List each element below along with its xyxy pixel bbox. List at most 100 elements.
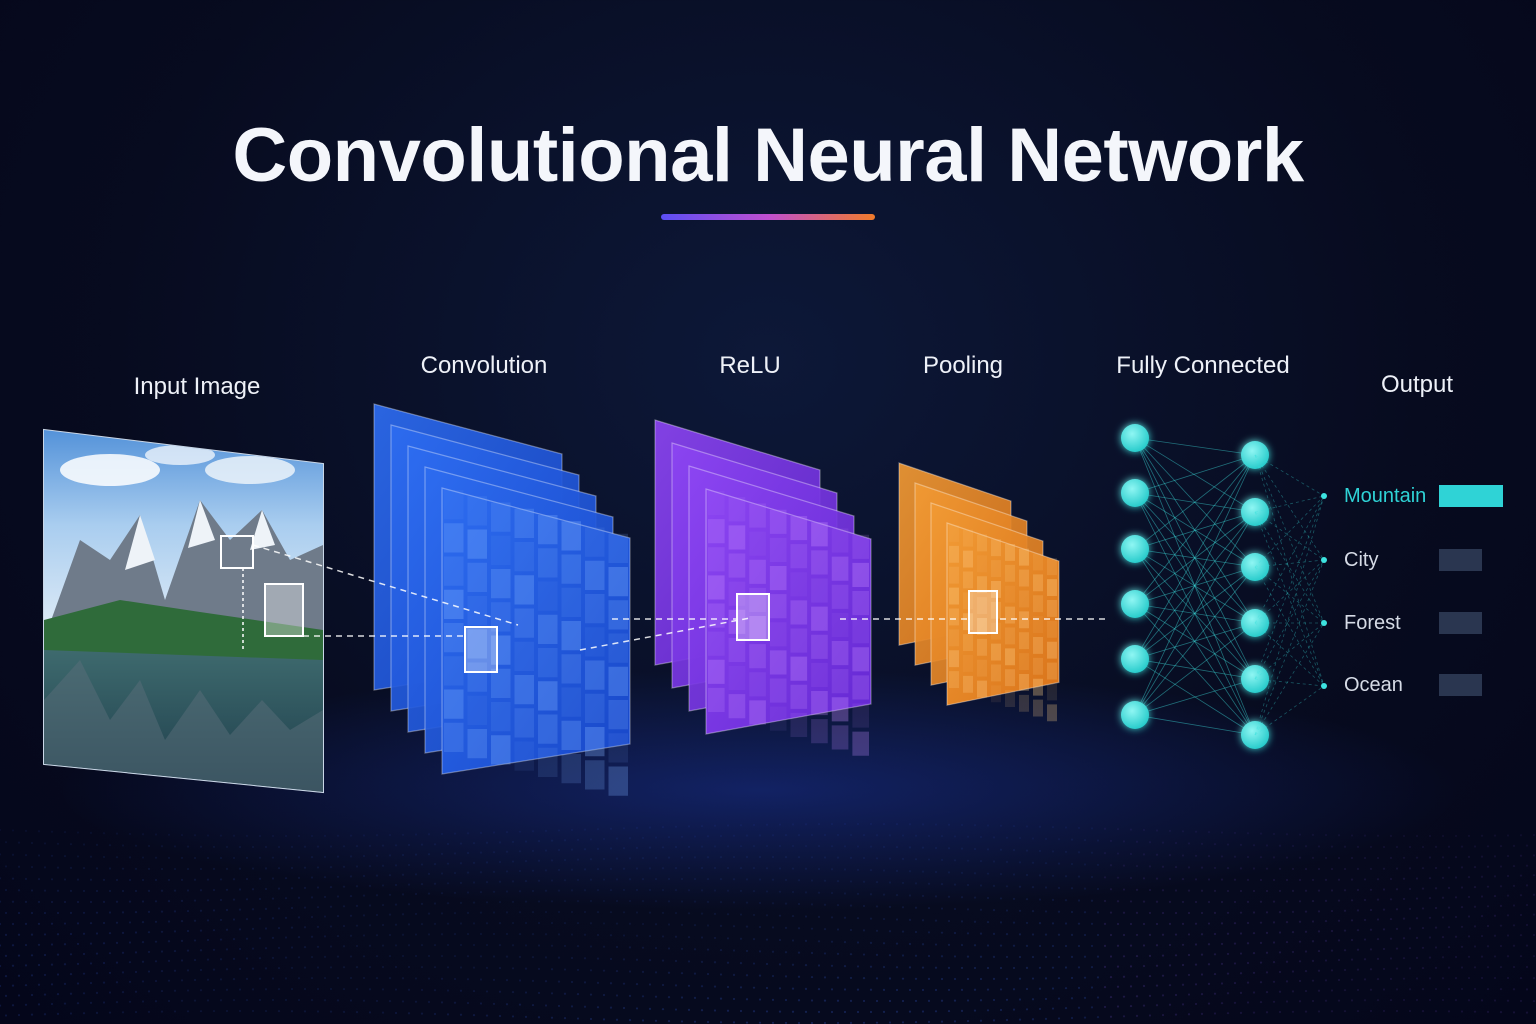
grid-dot — [160, 889, 164, 892]
grid-dot — [849, 976, 853, 980]
grid-dot — [56, 993, 60, 996]
pooling-cell — [991, 560, 1001, 577]
grid-dot — [953, 883, 957, 886]
grid-dot — [550, 921, 554, 925]
relu-cell — [769, 706, 787, 731]
grid-dot — [225, 867, 229, 870]
grid-dot — [414, 873, 418, 876]
grid-dot — [700, 889, 704, 892]
grid-dot — [238, 967, 242, 971]
grid-dot — [1161, 865, 1165, 868]
grid-dot — [544, 849, 548, 852]
fc-edge — [1134, 714, 1256, 736]
grid-dot — [1031, 955, 1035, 959]
grid-dot — [290, 1010, 294, 1013]
grid-dot — [1051, 922, 1055, 925]
grid-dot — [791, 867, 795, 870]
grid-dot — [323, 976, 327, 980]
grid-dot — [544, 829, 548, 832]
grid-dot — [1044, 910, 1048, 913]
grid-dot — [908, 942, 912, 946]
relu-cell — [811, 606, 828, 631]
grid-dot — [336, 895, 340, 898]
grid-dot — [446, 902, 450, 905]
grid-dot — [1233, 855, 1237, 858]
grid-dot — [1116, 900, 1120, 903]
relu-cell — [708, 547, 725, 572]
grid-dot — [869, 893, 873, 896]
grid-dot — [622, 867, 626, 870]
grid-dot — [1168, 943, 1172, 947]
grid-dot — [752, 986, 756, 989]
grid-dot — [362, 854, 366, 858]
grid-dot — [1480, 934, 1484, 938]
grid-dot — [310, 935, 314, 938]
grid-dot — [843, 1010, 847, 1014]
pooling-cell — [963, 550, 973, 568]
grid-dot — [167, 940, 171, 943]
grid-dot — [310, 834, 314, 838]
grid-dot — [420, 863, 424, 866]
grid-dot — [264, 887, 268, 891]
grid-dot — [362, 894, 366, 897]
grid-dot — [745, 925, 749, 928]
grid-dot — [1324, 999, 1328, 1002]
grid-dot — [1311, 878, 1315, 882]
grid-dot — [297, 998, 301, 1002]
grid-dot — [797, 856, 801, 859]
grid-dot — [368, 904, 372, 907]
grid-dot — [700, 1009, 704, 1012]
convolution-cell — [561, 687, 581, 717]
grid-dot — [1330, 989, 1334, 992]
output-edge — [1254, 495, 1325, 568]
grid-dot — [934, 1010, 938, 1013]
grid-dot — [888, 930, 892, 933]
grid-dot — [1473, 905, 1477, 908]
relu-cell — [831, 584, 849, 609]
grid-dot — [862, 953, 866, 956]
grid-dot — [388, 874, 392, 877]
grid-dot — [583, 981, 587, 984]
grid-dot — [771, 902, 775, 905]
grid-dot — [1109, 933, 1113, 937]
grid-dot — [1285, 900, 1289, 903]
grid-dot — [141, 900, 145, 903]
grid-dot — [1337, 899, 1341, 902]
grid-dot — [1363, 938, 1367, 941]
grid-dot — [232, 898, 236, 901]
grid-dot — [511, 900, 515, 903]
grid-dot — [745, 1021, 749, 1024]
grid-dot — [212, 948, 216, 951]
convolution-cell — [608, 567, 628, 597]
grid-dot — [11, 922, 15, 926]
grid-dot — [1324, 833, 1328, 837]
grid-dot — [622, 888, 626, 892]
convolution-cell — [444, 589, 464, 619]
grid-dot — [719, 997, 723, 1000]
grid-dot — [225, 948, 229, 951]
grid-dot — [817, 867, 821, 871]
grid-dot — [609, 911, 613, 914]
grid-dot — [563, 921, 567, 925]
grid-dot — [1298, 833, 1302, 836]
grid-dot — [212, 909, 216, 912]
grid-dot — [199, 989, 203, 992]
grid-dot — [1532, 1000, 1536, 1003]
grid-dot — [973, 988, 977, 991]
grid-dot — [531, 869, 535, 872]
relu-cell — [811, 719, 828, 744]
grid-dot — [466, 932, 470, 936]
grid-dot — [1324, 939, 1328, 942]
grid-dot — [1025, 898, 1029, 901]
grid-dot — [1239, 1011, 1243, 1014]
grid-dot — [973, 872, 977, 875]
grid-dot — [1532, 913, 1536, 916]
grid-dot — [511, 944, 515, 947]
grid-dot — [1493, 875, 1497, 878]
grid-dot — [1226, 889, 1230, 893]
grid-dot — [563, 944, 567, 948]
grid-dot — [1038, 987, 1042, 990]
grid-dot — [908, 918, 912, 921]
grid-dot — [979, 977, 983, 981]
grid-dot — [784, 902, 788, 905]
